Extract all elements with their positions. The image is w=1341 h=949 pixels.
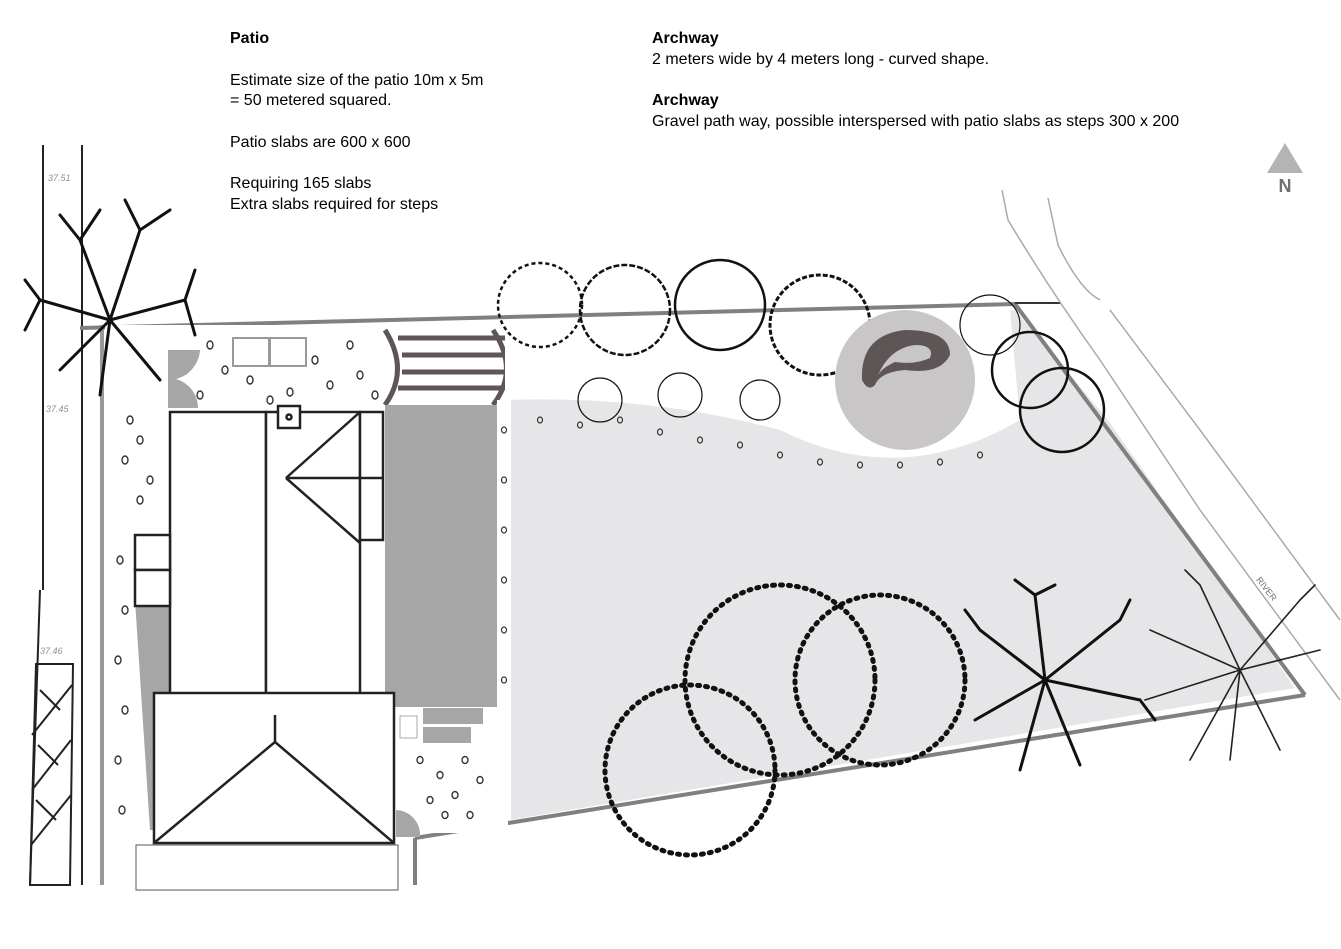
patio-notes: Patio Estimate size of the patio 10m x 5… [230,29,483,215]
slab-2 [269,337,307,367]
archway-text-1: 2 meters wide by 4 meters long - curved … [652,50,990,68]
archway-text-2: Gravel path way, possible interspersed w… [652,112,1180,130]
tree-bottom-right-2 [1144,569,1321,761]
level-label-mid: 37.45 [46,404,69,414]
river-banks [1001,189,1341,701]
north-label: N [1278,176,1292,196]
road-lines [29,145,83,886]
tree-top-left [23,198,197,397]
slab-1 [232,337,270,367]
level-label-top: 37.51 [48,173,71,183]
archway-title-2: Archway [652,92,719,109]
hatched-parking [28,663,75,886]
patio-note-count: Requiring 165 slabs [230,175,372,192]
house [133,404,396,845]
shrubs [496,258,1106,454]
north-arrow-icon [1267,143,1303,173]
patio [385,405,497,707]
archway [382,328,510,407]
tree-bottom-right-1 [963,578,1157,772]
patio-note-slabs: Patio slabs are 600 x 600 [230,133,411,151]
patio-note-area: = 50 metered squared. [230,92,392,109]
patio-note-size: Estimate size of the patio 10m x 5m [230,71,484,89]
patio-title: Patio [230,30,270,47]
archway-notes: Archway 2 meters wide by 4 meters long -… [652,29,1179,132]
level-label-bottom: 37.46 [40,646,63,656]
north-compass: N [1266,143,1304,197]
archway-title-1: Archway [652,30,719,47]
dotted-trees [602,582,968,858]
patio-note-extra: Extra slabs required for steps [230,195,439,213]
